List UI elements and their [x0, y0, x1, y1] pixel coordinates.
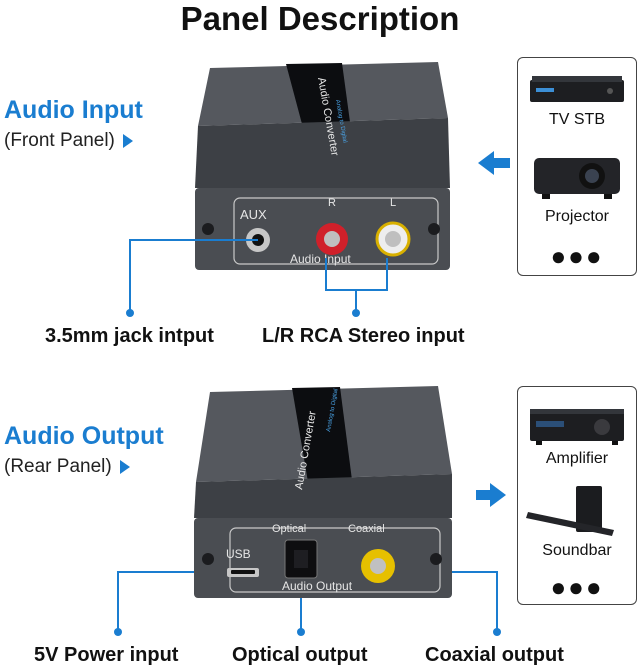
rear-panel-caption: Audio Output — [282, 579, 353, 593]
rear-panel-subheading: (Rear Panel) — [4, 456, 130, 478]
screw-right — [430, 553, 442, 565]
aux-callout: 3.5mm jack intput — [45, 325, 214, 347]
rca-leader-bracket — [325, 258, 388, 291]
front-device-illustration: AUX R L Audio Input Audio Converter Anal… — [195, 62, 450, 270]
triangle-right-icon — [122, 133, 133, 148]
coaxial-label: Coaxial — [348, 523, 385, 535]
front-panel-caption: Audio Input — [290, 252, 351, 266]
page-title: Panel Description — [180, 0, 460, 37]
rca-callout: L/R RCA Stereo input — [262, 325, 465, 347]
source-devices-box: TV STB Projector ●●● — [517, 57, 637, 276]
optical-port-shutter — [294, 550, 308, 568]
coaxial-leader-dot — [493, 628, 501, 636]
device-top-stripe — [292, 387, 352, 482]
projector-label: Projector — [544, 208, 610, 225]
rear-panel-label: (Rear Panel) — [4, 456, 112, 477]
usb-label: USB — [226, 547, 251, 561]
projector-icon — [534, 158, 620, 199]
optical-callout: Optical output — [232, 644, 368, 666]
more-sources-icon: ●●● — [550, 241, 604, 271]
device-top-stripe — [286, 63, 350, 124]
tv-stb-label: TV STB — [548, 111, 605, 128]
tv-stb-icon — [530, 76, 624, 102]
arrow-right-icon — [476, 483, 506, 507]
amplifier-icon — [530, 409, 624, 445]
front-panel-subheading: (Front Panel) — [4, 130, 133, 152]
target-devices-box: Amplifier Soundbar ●●● — [517, 386, 637, 605]
optical-leader-dot — [297, 628, 305, 636]
usb-port-slot — [231, 570, 255, 574]
aux-leader-line — [129, 239, 258, 313]
amplifier-label: Amplifier — [545, 450, 609, 467]
device-body-side — [195, 118, 450, 188]
soundbar-icon — [526, 486, 614, 536]
screw-left — [202, 223, 214, 235]
more-targets-icon: ●●● — [550, 572, 604, 602]
rca-r-center — [324, 231, 340, 247]
aux-leader-dot — [126, 309, 134, 317]
r-label: R — [328, 197, 336, 209]
arrow-left-icon — [478, 151, 510, 175]
coaxial-callout: Coaxial output — [425, 644, 564, 666]
rear-device-illustration: USB Optical Coaxial Audio Output Audio C… — [194, 386, 452, 598]
screw-right — [428, 223, 440, 235]
front-panel-label: (Front Panel) — [4, 130, 115, 151]
audio-output-heading: Audio Output — [4, 422, 164, 450]
triangle-right-icon — [119, 459, 130, 474]
optical-label: Optical — [272, 523, 306, 535]
usb-leader-dot — [114, 628, 122, 636]
coaxial-jack-center — [370, 558, 386, 574]
rca-l-center — [385, 231, 401, 247]
aux-label: AUX — [240, 207, 267, 222]
l-label: L — [390, 197, 396, 209]
screw-left — [202, 553, 214, 565]
audio-input-heading: Audio Input — [4, 96, 143, 124]
rca-leader-dot — [352, 309, 360, 317]
soundbar-label: Soundbar — [542, 542, 612, 559]
usb-callout: 5V Power input — [34, 644, 179, 666]
device-body-side — [194, 474, 452, 518]
